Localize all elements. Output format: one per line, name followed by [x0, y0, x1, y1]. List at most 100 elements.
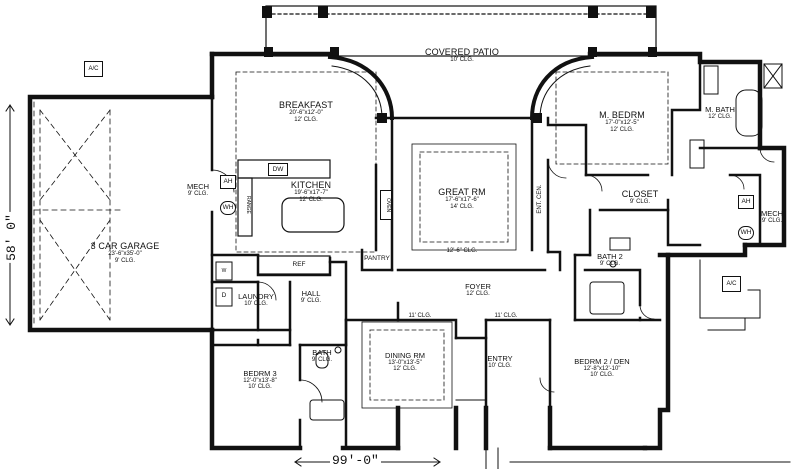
room-ceiling: 9' CLG.	[187, 190, 209, 197]
water-heater-left: WH	[220, 201, 236, 215]
room-entry: ENTRY 10' CLG.	[487, 355, 512, 369]
room-breakfast: BREAKFAST 20'-6"x12'-0" 12' CLG.	[279, 100, 333, 123]
room-name: MECH	[760, 209, 784, 218]
room-ceiling: 12' CLG.	[299, 196, 323, 203]
door-swings	[211, 147, 775, 403]
room-name: GREAT RM	[438, 187, 486, 197]
garage-door-lines	[33, 101, 121, 327]
room-ceiling: 10' CLG.	[244, 300, 268, 307]
room-bedrm2: BEDRM 2 / DEN 12'-8"x12'-10" 10' CLG.	[574, 357, 630, 379]
water-heater-right: WH	[738, 226, 754, 240]
curved-walls	[327, 54, 595, 121]
dishwasher: DW	[268, 163, 288, 176]
room-name: BEDRM 2 / DEN	[574, 357, 630, 366]
room-ceiling: 12' CLG.	[294, 116, 318, 123]
room-ceiling: 10' CLG.	[450, 57, 474, 64]
room-name: LAUNDRY	[238, 292, 274, 301]
room-ceiling: 9' CLG.	[629, 199, 651, 206]
ac-pad	[699, 259, 761, 331]
room-size: 19'-6"x17'-7"	[294, 190, 328, 197]
ac-unit-right: A/C	[722, 276, 741, 292]
room-ceiling: 9' CLG.	[599, 260, 621, 267]
room-name: BATH 2	[597, 252, 623, 261]
room-ceiling: 10' CLG.	[488, 362, 512, 369]
room-name: 3 CAR GARAGE	[90, 241, 160, 251]
room-foyer-side-right: 11' CLG.	[494, 313, 517, 319]
room-ent-cen: ENT. CEN.	[535, 185, 545, 214]
room-size: 23'-6"x35'-0"	[108, 251, 142, 258]
dimension-width: 99'-0"	[330, 453, 381, 468]
room-kitchen: KITCHEN 19'-6"x17'-7" 12' CLG.	[290, 180, 332, 203]
room-foyer: FOYER 12' CLG.	[465, 283, 491, 297]
air-handler-left: AH	[220, 175, 236, 189]
washer: W	[221, 268, 227, 274]
room-name: ENT. CEN.	[536, 184, 543, 214]
room-ceiling: 12' CLG.	[610, 126, 634, 133]
room-size: 17'-6"x17'-6"	[445, 197, 479, 204]
entry-walk	[455, 399, 499, 469]
room-name: DINING RM	[385, 351, 425, 360]
room-size: 12'-8"x12'-10"	[583, 365, 621, 372]
room-covered-patio: COVERED PATIO 10' CLG.	[425, 47, 499, 64]
room-great-rm: GREAT RM 17'-6"x17'-6" 14' CLG.	[438, 187, 486, 210]
room-name: KITCHEN	[290, 180, 332, 190]
room-name: BATH	[312, 348, 332, 357]
room-name: ENTRY	[487, 354, 513, 363]
ceiling-lines	[235, 71, 669, 401]
room-ceiling: 11' CLG.	[494, 313, 518, 319]
ceiling-trays	[361, 143, 517, 409]
room-name: CLOSET	[621, 189, 659, 199]
room-bedrm3: BEDRM 3 12'-0"x13'-8" 10' CLG.	[243, 370, 277, 391]
room-laundry: LAUNDRY 10' CLG.	[238, 293, 274, 307]
room-garage: 3 CAR GARAGE 23'-6"x35'-0" 9' CLG.	[90, 241, 160, 264]
ac-unit-left: A/C	[84, 61, 103, 77]
range: RANGE	[245, 196, 251, 214]
room-ceiling: 12' CLG.	[708, 113, 732, 120]
room-ceiling: 10' CLG.	[248, 384, 272, 391]
room-ceiling: 10' CLG.	[590, 372, 614, 379]
room-name: PANTRY	[364, 255, 390, 262]
room-ceiling: 9' CLG.	[761, 217, 783, 224]
room-ceiling: 9' CLG.	[311, 356, 333, 363]
kitchen-counters	[237, 159, 345, 275]
room-size: 13'-0"x13'-5"	[388, 359, 422, 366]
room-great-rm-ceiling-2: 12'-6" CLG.	[447, 248, 478, 254]
room-ceiling: 12' CLG.	[466, 290, 490, 297]
room-ceiling: 9' CLG.	[114, 257, 136, 264]
room-mech-right: MECH 9' CLG.	[761, 210, 783, 224]
room-m-bedrm: M. BEDRM 17'-0"x12'-5" 12' CLG.	[599, 110, 645, 133]
room-size: 12'-0"x13'-8"	[243, 377, 277, 384]
room-name: M. BEDRM	[599, 110, 645, 120]
room-name: HALL	[301, 289, 321, 298]
curved-walls-inner	[331, 65, 591, 119]
bath-fixtures	[215, 63, 783, 421]
room-closet: CLOSET 9' CLG.	[621, 189, 659, 206]
room-ceiling: 14' CLG.	[450, 203, 474, 210]
room-size: 20'-6"x12'-0"	[289, 110, 323, 117]
room-dining-rm: DINING RM 13'-0"x13'-5" 12' CLG.	[385, 351, 425, 373]
dryer: D	[221, 292, 227, 299]
room-ceiling: 12' CLG.	[393, 366, 417, 373]
room-ceiling: 12'-6" CLG.	[446, 248, 478, 254]
room-size: 17'-0"x12'-5"	[605, 120, 639, 127]
room-name: BREAKFAST	[279, 100, 333, 110]
refrigerator: REF	[292, 261, 306, 268]
room-foyer-side-left: 11' CLG.	[408, 313, 431, 319]
room-name: COVERED PATIO	[425, 47, 499, 57]
room-name: FOYER	[465, 282, 491, 291]
room-ceiling: 11' CLG.	[408, 313, 432, 319]
dimension-depth: 58' 0"	[3, 212, 19, 263]
room-name: MECH	[186, 182, 210, 191]
room-pantry: PANTRY	[364, 255, 390, 263]
room-m-bath: M. BATH 12' CLG.	[705, 106, 735, 120]
room-bath2: BATH 2 9' CLG.	[597, 253, 623, 267]
room-hall: HALL 9' CLG.	[301, 290, 321, 304]
air-handler-right: AH	[738, 195, 754, 209]
oven: OVEN	[380, 190, 392, 220]
room-mech-left: MECH 9' CLG.	[187, 183, 209, 197]
room-name: M. BATH	[705, 105, 735, 114]
room-bath-small: BATH 9' CLG.	[312, 349, 332, 363]
room-ceiling: 9' CLG.	[300, 297, 322, 304]
